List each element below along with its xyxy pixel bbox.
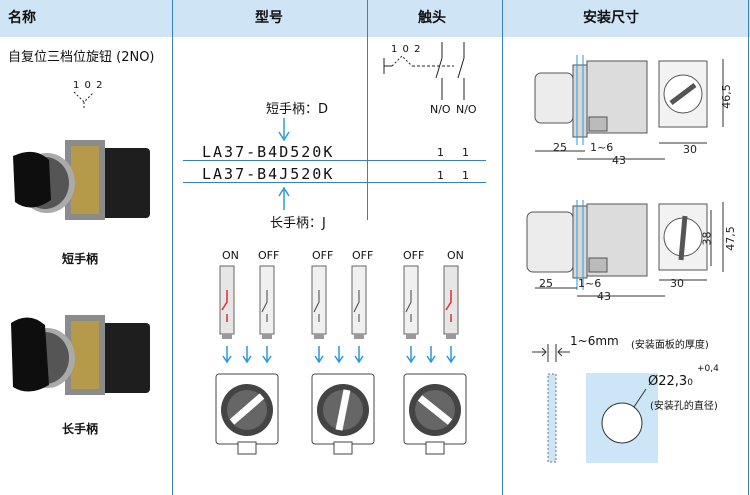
bottom-dim-47-5: 47,5 [723,226,737,251]
short-handle-switch-image [13,140,150,220]
product-title: 自复位三档位旋钮 (2NO) [8,50,155,65]
state-label-3: OFF [312,249,334,262]
bottom-dim-43: 43 [597,290,611,303]
hole-tolerance: +0,4 [697,364,719,374]
contact-symbol-diagram [383,42,465,100]
selector-positions: 1 0 2 [73,80,104,91]
contact-positions: 1 0 2 [391,44,422,55]
model-code-2: LA37-B4J520K [202,165,335,183]
top-dim-1-6: 1~6 [590,141,614,154]
row1-no1: 1 [437,146,444,159]
long-handle-switch-image [11,315,150,395]
selector-head-left [215,373,279,455]
top-dim-43: 43 [612,154,626,167]
bottom-dim-38: 38 [700,231,714,246]
table-header [0,0,750,37]
state-label-6: ON [447,249,464,262]
panel-thickness-diagram [532,344,570,463]
row2-no2: 1 [462,169,469,182]
contact-block-6 [443,265,459,339]
long-handle-label: 长手柄 [62,422,99,436]
dimension-drawing-short [534,55,724,160]
top-dim-46-5: 46,5 [719,84,733,109]
header-name: 名称 [8,10,36,26]
top-dim-25: 25 [553,141,567,154]
state-label-4: OFF [352,249,374,262]
contact-block-diagrams [219,265,459,339]
selector-symbol-icon [73,91,95,108]
short-handle-label: 短手柄 [62,252,99,266]
state-label-1: ON [222,249,239,262]
selector-head-diagrams [215,373,467,455]
dimension-drawing-long [526,200,724,297]
mounting-hole-diagram [601,388,647,444]
arrow-up-icon [278,186,290,210]
long-handle-note: 长手柄：J [270,216,326,231]
contact-block-3 [311,265,327,339]
divider-3 [502,0,503,495]
contact-label-2: N/O [456,103,477,116]
contact-label-1: N/O [430,103,451,116]
selector-head-right [403,373,467,455]
state-arrows [222,346,456,364]
panel-thickness-value: 1~6mm [570,334,619,348]
row2-no1: 1 [437,169,444,182]
row-rule-1 [183,160,486,161]
divider-1 [172,0,173,495]
header-dims: 安装尺寸 [583,10,639,26]
contact-block-5 [403,265,419,339]
header-contact: 触头 [418,10,446,26]
top-dim-30: 30 [683,143,697,156]
contact-block-4 [351,265,367,339]
bottom-dim-30: 30 [670,277,684,290]
bottom-dim-25: 25 [539,277,553,290]
divider-4 [748,0,749,495]
bottom-dim-1-6: 1~6 [578,277,602,290]
state-label-2: OFF [258,249,280,262]
selector-head-center [311,373,375,455]
hole-note: (安装孔的直径) [650,401,718,412]
arrow-down-icon [278,118,290,142]
panel-thickness-note: (安装面板的厚度) [631,340,709,351]
row1-no2: 1 [462,146,469,159]
model-code-1: LA37-B4D520K [202,143,335,161]
contact-block-1 [219,265,235,339]
short-handle-note: 短手柄：D [266,102,329,117]
state-label-5: OFF [403,249,425,262]
contact-block-2 [259,265,275,339]
hole-diameter: Ø22,30 [648,374,693,389]
header-model: 型号 [255,10,283,26]
row-rule-2 [183,182,486,183]
divider-2 [367,0,368,220]
